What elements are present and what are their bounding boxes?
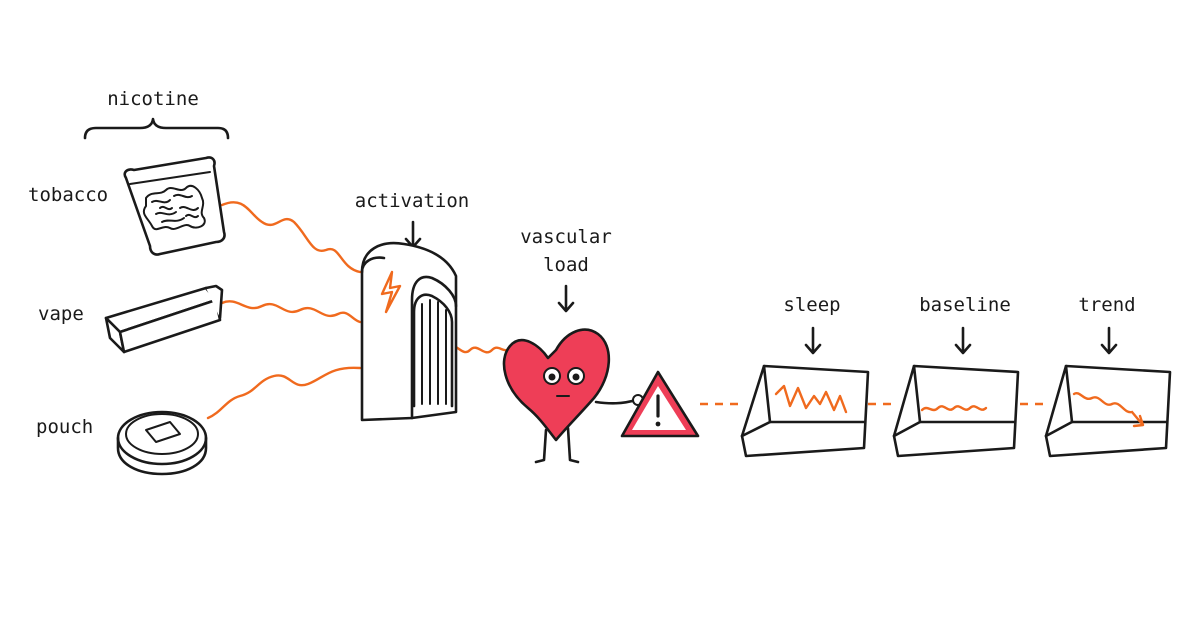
lightning-bolt-icon (380, 270, 402, 314)
vascular-load-arrow-icon (557, 284, 575, 313)
trend-tray-icon (1044, 364, 1172, 458)
vape-label: vape (38, 303, 84, 325)
activation-gate-icon (360, 241, 458, 422)
tobacco-label: tobacco (28, 184, 109, 206)
sleep-signal-line (774, 384, 848, 414)
trend-signal-line (1072, 392, 1144, 426)
sleep-arrow-icon (804, 326, 822, 355)
nicotine-label: nicotine (107, 88, 199, 110)
vape-connector (220, 300, 362, 324)
pouch-connector (206, 366, 362, 420)
baseline-signal-line (920, 405, 988, 412)
warning-triangle-icon (620, 370, 700, 438)
heart-character-icon (502, 328, 644, 464)
sleep-label: sleep (783, 294, 841, 316)
pouch-label: pouch (36, 416, 94, 438)
baseline-label: baseline (919, 294, 1011, 316)
baseline-arrow-icon (954, 326, 972, 355)
activation-arrow-icon (404, 220, 422, 249)
nicotine-pouch-tin-icon (116, 410, 208, 476)
vape-pen-icon (104, 284, 224, 354)
baseline-tray-icon (892, 364, 1020, 458)
trend-arrow-icon (1100, 326, 1118, 355)
trend-arrowhead-icon (1132, 414, 1145, 428)
vascular-load-label-line1: vascular (520, 226, 612, 248)
tobacco-pouch-icon (123, 156, 226, 256)
tobacco-connector (220, 201, 362, 274)
vascular-load-label-line2: load (543, 254, 589, 276)
trend-label: trend (1078, 294, 1136, 316)
sleep-tray-icon (740, 364, 870, 458)
activation-label: activation (354, 190, 470, 212)
nicotine-brace (83, 117, 230, 140)
activation-to-heart-connector (446, 344, 510, 354)
